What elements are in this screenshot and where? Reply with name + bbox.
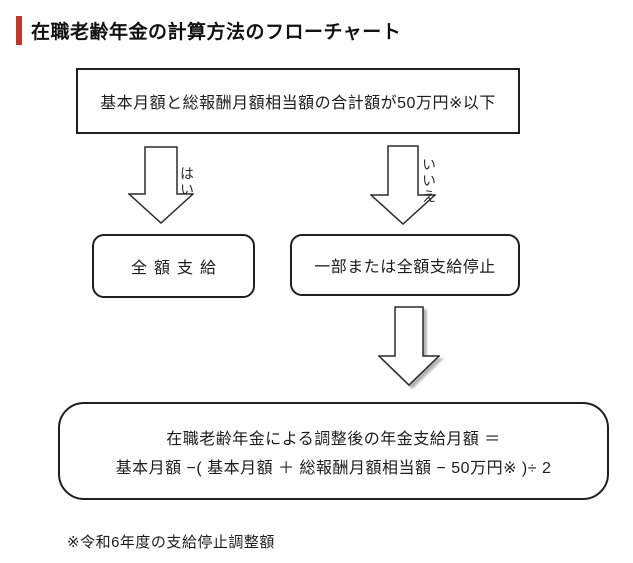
title-accent-bar <box>16 16 22 45</box>
down-arrow <box>378 306 440 386</box>
yes-branch-arrow: はい <box>128 146 195 224</box>
no-branch-label: いいえ <box>421 157 437 205</box>
condition-box: 基本月額と総報酬月額相当額の合計額が50万円※以下 <box>76 68 520 134</box>
outcome-suspension-box: 一部または全額支給停止 <box>290 234 520 296</box>
down-block-arrow-icon <box>370 145 436 225</box>
formula-line-1: 在職老齢年金による調整後の年金支給月額 ＝ <box>166 430 501 448</box>
footnote: ※令和6年度の支給停止調整額 <box>67 534 275 551</box>
yes-branch-label: はい <box>179 166 195 198</box>
formula-line-2: 基本月額 −( 基本月額 ＋ 総報酬月額相当額 − 50万円※ )÷ 2 <box>115 459 552 477</box>
down-block-arrow-icon <box>378 306 440 386</box>
page-header: 在職老齢年金の計算方法のフローチャート <box>16 16 401 45</box>
formula-box: 在職老齢年金による調整後の年金支給月額 ＝ 基本月額 −( 基本月額 ＋ 総報酬… <box>58 402 609 500</box>
down-block-arrow-icon <box>128 146 194 224</box>
outcome-full-payment-box: 全額支給 <box>92 234 255 298</box>
no-branch-arrow: いいえ <box>370 145 437 225</box>
page-title: 在職老齢年金の計算方法のフローチャート <box>31 22 402 43</box>
